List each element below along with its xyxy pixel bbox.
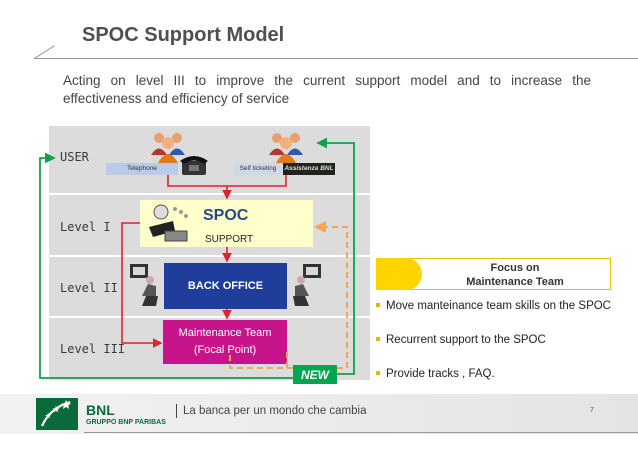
focus-bullet: Recurrent support to the SPOC [376,334,546,346]
footer-separator [176,404,177,418]
arrow-return-to-user-left [39,152,293,379]
level-label-2: Level II [60,281,118,295]
arrow-maintenance-to-spoc [229,227,348,369]
bullet-text: Recurrent support to the SPOC [386,334,546,346]
bullet-text: Move manteinance team skills on the SPOC [386,300,611,312]
focus-accent-pill [376,258,422,290]
focus-title-line1: Focus on [490,262,540,274]
focus-title-line2: Maintenance Team [466,276,564,288]
people-group-icon [269,133,303,163]
telephone-icon [180,156,208,175]
new-badge: NEW [293,365,337,384]
arrow-spoc-to-maintenance [121,222,163,348]
self-ticketing-channel-bar: Self ticketing [234,163,282,175]
telephone-channel-bar: Telephone [106,163,178,175]
bullet-square-icon [376,336,380,341]
bullet-text: Provide tracks , FAQ. [386,368,495,380]
bullet-square-icon [376,370,380,375]
focal-point-label: (Focal Point) [193,344,257,356]
slide-subtitle: Acting on level III to improve the curre… [63,73,591,106]
level-label-1: Level I [60,220,111,234]
focus-title: Focus on Maintenance Team [420,261,610,289]
focus-bullet: Provide tracks , FAQ. [376,368,495,380]
operator-icon [149,204,188,242]
spoc-title: SPOC [203,207,249,224]
bullet-square-icon [376,302,380,307]
computer-user-icon [130,264,158,306]
page-number: 7 [590,407,594,414]
assistenza-channel-bar: Assistenza BNL [283,163,335,175]
arrow-return-to-user-right [316,137,355,375]
spoc-subtitle: SUPPORT [205,234,254,245]
level-label-user: USER [60,150,89,164]
arrow-telephone-down [167,175,227,187]
maintenance-team-box: Maintenance Team (Focal Point) [163,320,287,364]
level-label-3: Level III [60,342,126,356]
arrow-selfticket-down [227,175,287,187]
brand-name: BNL [86,402,115,418]
footer-band [0,394,638,434]
slide-title: SPOC Support Model [82,24,285,46]
footer-rule [84,432,638,433]
maintenance-team-label: Maintenance Team [178,327,272,339]
focus-bullet: Move manteinance team skills on the SPOC [376,300,611,312]
footer-tagline: La banca per un mondo che cambia [183,405,367,417]
computer-user-icon [293,264,321,306]
people-group-icon [151,133,185,163]
brand-group: GRUPPO BNP PARIBAS [86,419,166,426]
title-rule [34,58,638,59]
bnl-stars-logo-icon [36,398,78,430]
band-user [49,126,370,195]
back-office-box: BACK OFFICE [164,263,287,309]
